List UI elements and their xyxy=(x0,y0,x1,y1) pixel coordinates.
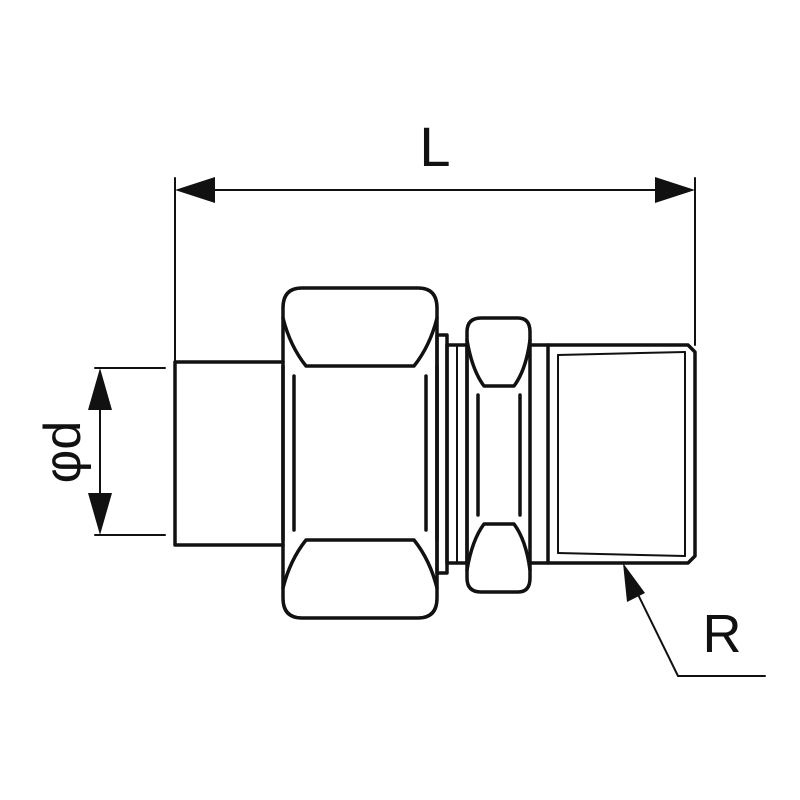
length-arrow-left xyxy=(175,177,215,203)
center-collar xyxy=(435,333,469,575)
thread-leader-line xyxy=(624,567,766,677)
thread-leader-arrow xyxy=(623,563,645,602)
thread-body-outline xyxy=(546,343,697,565)
diameter-arrow-bottom xyxy=(88,493,112,535)
large-nut-faces xyxy=(281,364,439,542)
large-nut-chamfer-top xyxy=(281,316,439,368)
threaded-end xyxy=(528,343,697,565)
thread-callout: R xyxy=(623,563,766,677)
socket-tube-outline xyxy=(173,360,285,547)
small-hex-nut xyxy=(465,316,532,594)
length-arrow-right xyxy=(655,177,695,203)
small-nut-chamfer-top xyxy=(465,338,532,388)
length-label: L xyxy=(419,115,450,178)
large-union-nut xyxy=(281,286,439,620)
socket-end xyxy=(173,360,285,547)
small-nut-chamfer-bottom xyxy=(465,522,532,572)
diameter-label: φd xyxy=(34,421,92,484)
diameter-dimension: φd xyxy=(34,367,166,536)
large-nut-chamfer-bottom xyxy=(281,538,439,590)
length-dimension: L xyxy=(174,115,696,363)
large-nut-inner-edges xyxy=(292,374,428,532)
thread-label: R xyxy=(703,604,742,664)
small-nut-inner-edges xyxy=(476,393,522,517)
diameter-arrow-top xyxy=(88,368,112,410)
large-nut-outline xyxy=(281,286,439,620)
small-nut-outline xyxy=(465,316,532,594)
thread-shoulder xyxy=(528,343,550,565)
thread-taper-lines xyxy=(557,351,686,557)
